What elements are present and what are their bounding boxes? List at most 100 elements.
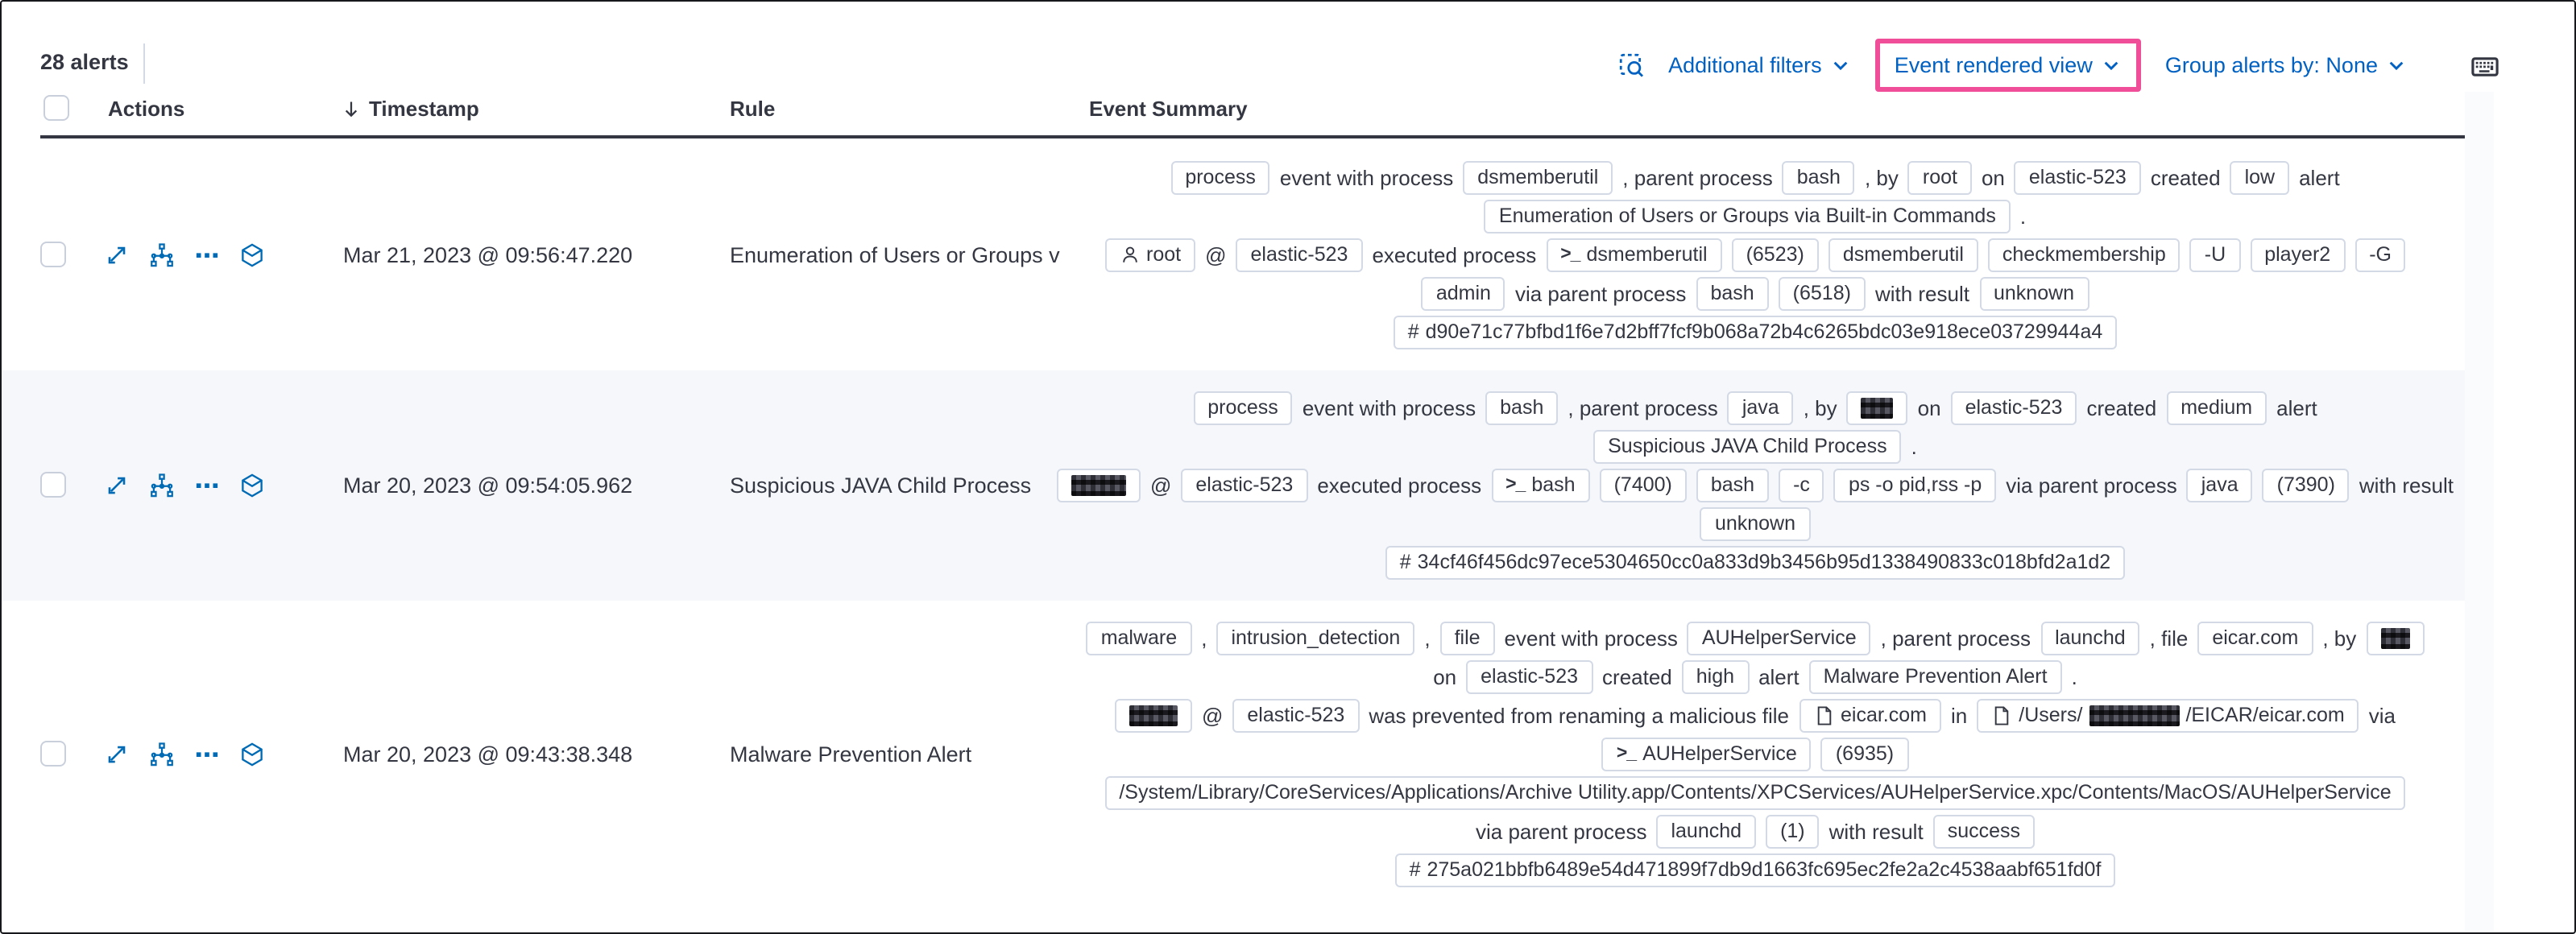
summary-badge[interactable]: java [2186,468,2253,502]
summary-badge[interactable]: eicar.com [1799,698,1941,732]
summary-badge[interactable]: -U [2189,238,2241,271]
inspect-button[interactable] [1617,51,1644,78]
summary-badge[interactable] [1057,468,1141,502]
summary-badge[interactable]: intrusion_detection [1216,621,1415,655]
summary-text: via [2368,703,2396,727]
summary-badge[interactable]: /Users//EICAR/eicar.com [1977,698,2359,732]
summary-badge[interactable]: #275a021bbfb6489e54d471899f7db9d1663fc69… [1394,853,2116,886]
summary-badge[interactable]: checkmembership [1987,238,2180,271]
redacted-text [1071,474,1126,495]
summary-badge[interactable]: high [1681,659,1750,693]
summary-badge[interactable]: >_AUHelperService [1601,737,1812,771]
summary-badge[interactable]: malware [1086,621,1192,655]
analyze-event-button[interactable] [150,742,174,766]
summary-badge[interactable]: ps -o pid,rss -p [1833,468,1997,502]
expand-alert-button[interactable] [105,242,129,267]
analyze-event-button[interactable] [150,473,174,497]
summary-badge[interactable]: file [1439,621,1495,655]
expand-icon [105,242,129,267]
summary-badge[interactable]: Malware Prevention Alert [1808,659,2062,693]
summary-badge[interactable]: (6518) [1778,276,1866,310]
keyboard-shortcuts-button[interactable] [2470,53,2500,81]
summary-badge[interactable]: low [2230,160,2290,194]
summary-badge[interactable] [2366,621,2425,655]
open-session-view-button[interactable] [240,473,264,497]
summary-badge[interactable]: unknown [1700,506,1811,540]
summary-badge[interactable]: unknown [1979,276,2089,310]
summary-badge[interactable]: elastic-523 [1232,698,1360,732]
summary-badge[interactable]: process [1170,160,1270,194]
vertical-scrollbar[interactable] [2465,92,2494,931]
summary-badge[interactable]: (6523) [1731,238,1819,271]
summary-text: was prevented from renaming a malicious … [1369,703,1789,727]
summary-badge[interactable]: AUHelperService [1687,621,1871,655]
summary-badge[interactable]: >_bash [1491,468,1590,502]
group-alerts-by-select[interactable]: Group alerts by: None [2165,52,2407,76]
summary-badge[interactable]: elastic-523 [1236,238,1363,271]
document-icon [1991,705,2012,725]
summary-text: alert [1758,664,1799,688]
summary-badge[interactable]: process [1193,391,1293,424]
summary-badge[interactable]: launchd [1656,814,1757,848]
select-all-checkbox[interactable] [43,95,69,121]
summary-badge[interactable]: eicar.com [2197,621,2313,655]
open-session-view-button[interactable] [240,742,264,766]
expand-alert-button[interactable] [105,473,129,497]
summary-badge[interactable]: /System/Library/CoreServices/Application… [1104,775,2406,809]
summary-badge[interactable]: >_dsmemberutil [1546,238,1722,271]
summary-badge[interactable]: bash [1782,160,1855,194]
summary-badge[interactable]: bash [1485,391,1559,424]
summary-badge[interactable]: medium [2166,391,2267,424]
summary-badge[interactable]: launchd [2040,621,2140,655]
summary-badge[interactable]: elastic-523 [1181,468,1308,502]
actions-cell [105,370,264,600]
rule-cell: Enumeration of Users or Groups via Bui [730,242,1060,267]
summary-badge[interactable]: dsmemberutil [1463,160,1613,194]
summary-badge[interactable]: elastic-523 [2014,160,2141,194]
summary-badge[interactable]: -c [1779,468,1824,502]
actions-cell [105,600,264,907]
summary-badge[interactable]: success [1932,814,2035,848]
summary-badge[interactable]: elastic-523 [1466,659,1593,693]
redacted-text [2089,705,2180,725]
summary-badge[interactable]: dsmemberutil [1828,238,1978,271]
summary-badge[interactable]: (7400) [1599,468,1687,502]
more-actions-button[interactable] [195,742,219,766]
summary-badge[interactable]: player2 [2250,238,2346,271]
row-checkbox[interactable] [40,242,66,267]
expand-alert-button[interactable] [105,742,129,766]
summary-badge[interactable]: -G [2354,238,2406,271]
more-actions-button[interactable] [195,473,219,497]
summary-text: , by [1864,165,1899,189]
summary-badge[interactable] [1846,391,1908,424]
summary-badge[interactable]: (1) [1766,814,1820,848]
summary-badge[interactable]: (6935) [1820,737,1909,771]
column-header-timestamp[interactable]: Timestamp [340,97,479,121]
summary-badge[interactable]: root [1907,160,1972,194]
row-checkbox[interactable] [40,741,66,767]
analyze-event-button[interactable] [150,242,174,267]
summary-badge[interactable] [1115,698,1192,732]
summary-text: executed process [1317,473,1482,497]
summary-badge[interactable]: (7390) [2262,468,2350,502]
summary-badge[interactable]: Enumeration of Users or Groups via Built… [1484,199,2011,233]
group-by-label: Group alerts by: None [2164,52,2378,76]
open-session-view-button[interactable] [240,242,264,267]
summary-badge[interactable]: #34cf46f456dc97ece5304650cc0a833d9b3456b… [1385,545,2126,579]
more-actions-button[interactable] [195,242,219,267]
summary-badge[interactable]: admin [1421,276,1505,310]
summary-badge[interactable]: root [1104,238,1196,271]
summary-badge[interactable]: bash [1696,276,1769,310]
summary-text: in [1951,703,1968,727]
summary-badge[interactable]: elastic-523 [1950,391,2077,424]
summary-badge[interactable]: bash [1696,468,1770,502]
summary-badge[interactable]: #d90e71c77bfbd1f6e7d2bff7fcf9b068a72b4c6… [1393,315,2118,349]
divider [143,43,145,84]
summary-badge[interactable]: Suspicious JAVA Child Process [1593,429,1902,463]
hash-icon: # [1409,858,1421,880]
additional-filters-button[interactable]: Additional filters [1668,52,1851,76]
row-checkbox[interactable] [40,472,66,498]
summary-badge[interactable]: java [1727,391,1794,424]
event-rendered-view-select[interactable]: Event rendered view [1895,52,2122,76]
